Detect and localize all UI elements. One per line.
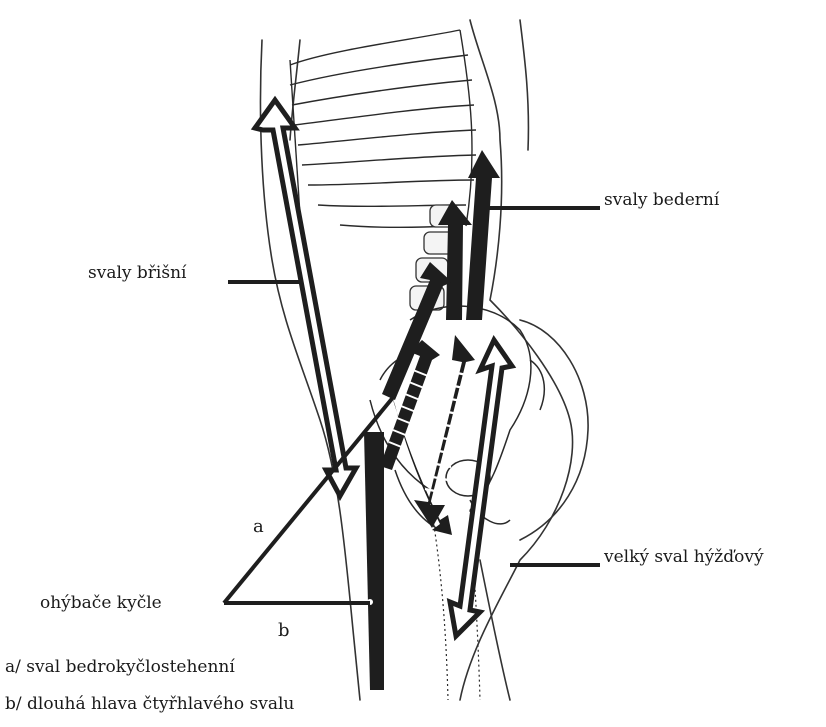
label-letter-a: a [253, 517, 264, 537]
rib-cage [290, 30, 476, 227]
label-hip-flexors: ohýbače kyčle [40, 593, 162, 613]
label-letter-b: b [278, 621, 290, 641]
quadriceps-bar [364, 432, 384, 690]
legend-item-a: a/ sval bedrokyčlostehenní [5, 657, 235, 677]
label-abdominal-muscles: svaly břišní [88, 263, 186, 283]
label-lumbar-muscles: svaly bederní [604, 190, 719, 210]
striped-arrow [380, 335, 475, 528]
abdominal-arrow [255, 100, 356, 496]
legend-item-b: b/ dlouhá hlava čtyřhlavého svalu [5, 694, 294, 714]
label-gluteus-maximus: velký sval hýžďový [604, 547, 764, 567]
